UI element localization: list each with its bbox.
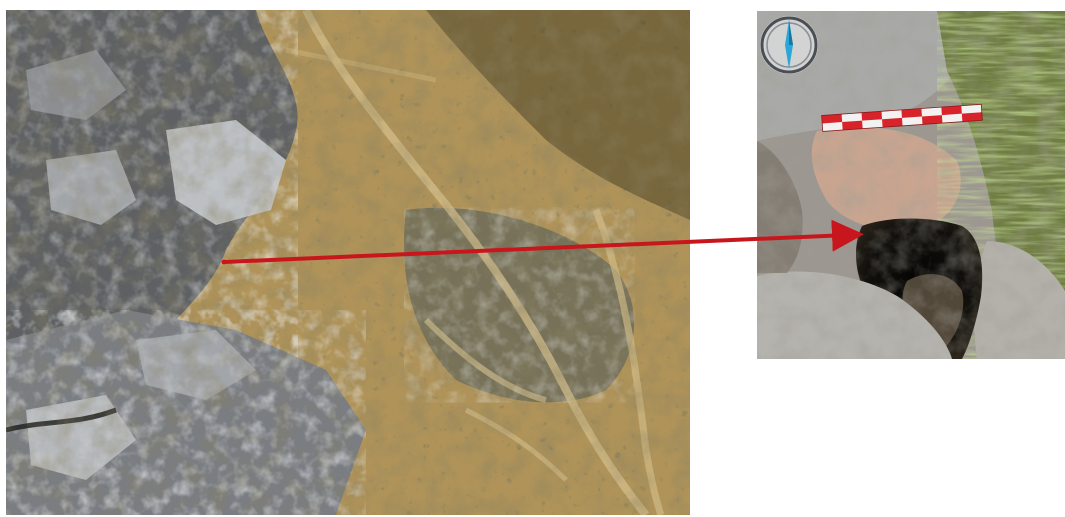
- aerial-photo: [6, 10, 690, 515]
- north-arrow-icon: [760, 16, 818, 74]
- scale-bar: [821, 103, 983, 132]
- cave-entrance-graphic: [757, 11, 1065, 359]
- aerial-photo-graphic: [6, 10, 690, 515]
- cave-entrance-photo: [757, 11, 1065, 359]
